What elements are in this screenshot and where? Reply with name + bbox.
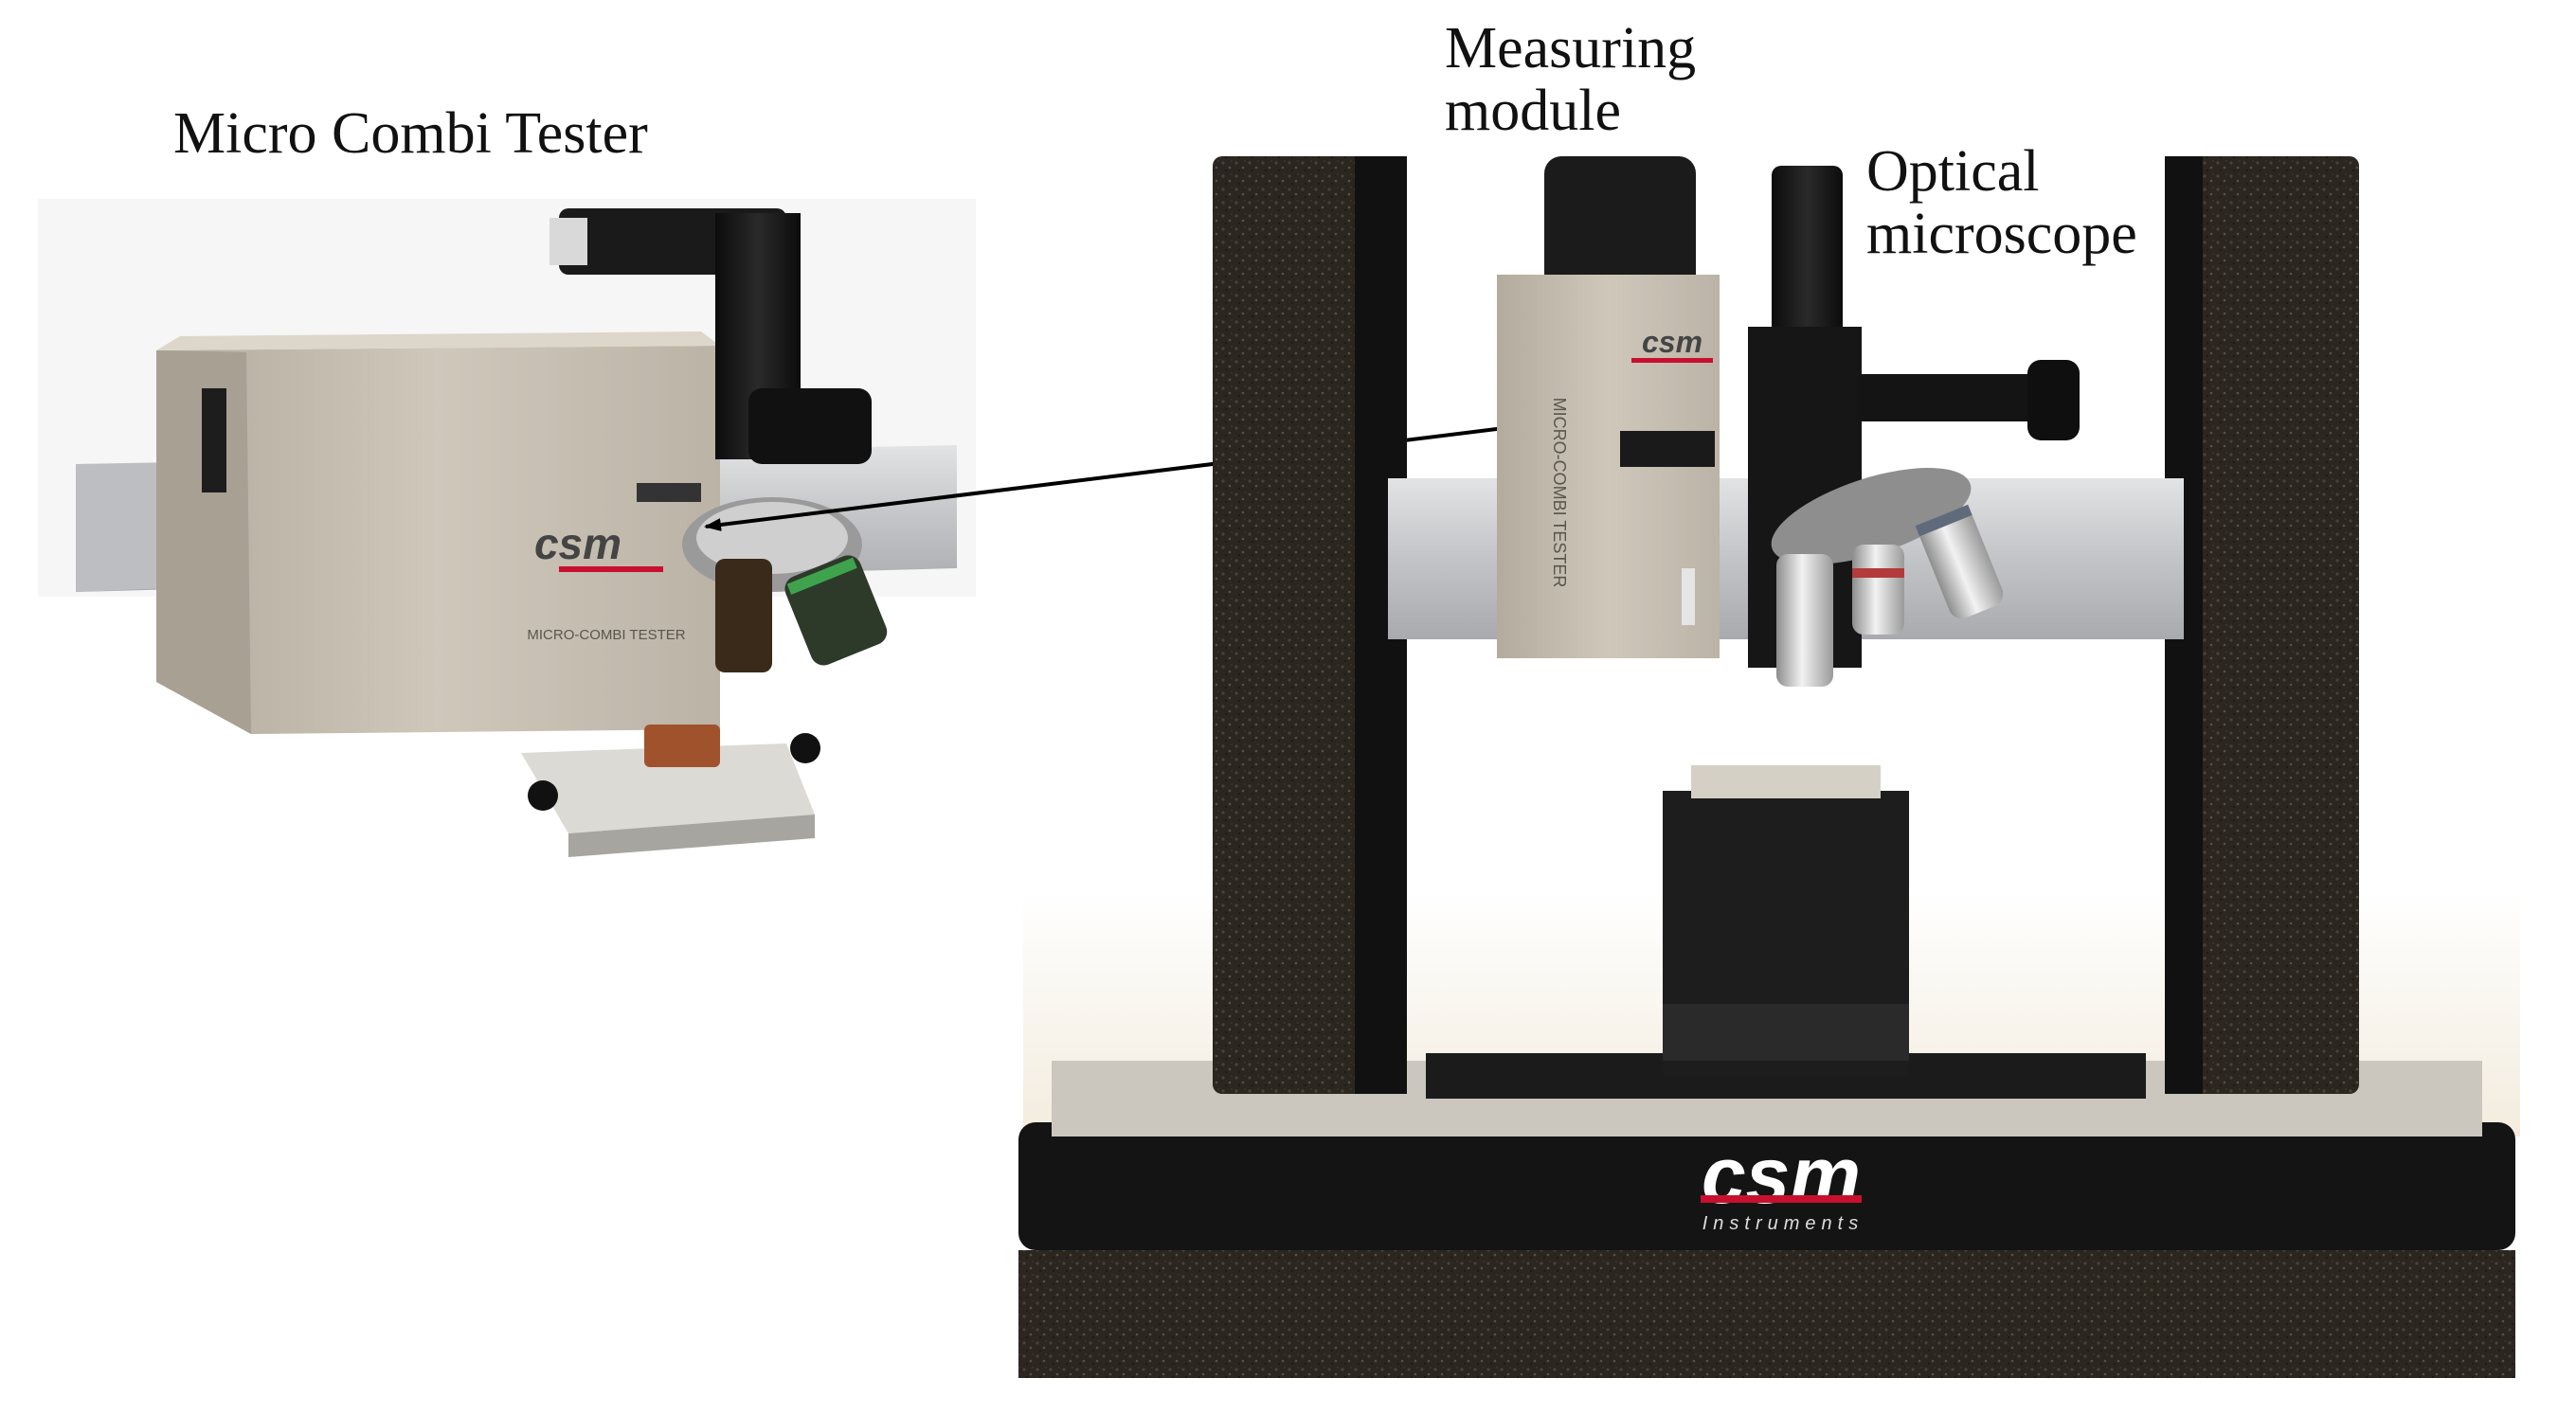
- base-granite: [1018, 1250, 2515, 1378]
- base-csm-logo: csm: [1702, 1131, 1861, 1220]
- measuring-module-label-line1: Measuring: [1445, 16, 1697, 81]
- micro-combi-tester-illustration: csm MICRO-COMBI TESTER: [38, 199, 976, 857]
- base-top: [1018, 1122, 2515, 1250]
- left-product-text: MICRO-COMBI TESTER: [527, 627, 685, 643]
- sample-stage: [521, 743, 815, 833]
- micro-combi-tester-label: Micro Combi Tester: [173, 101, 648, 166]
- measuring-module-label: Measuring module: [1445, 17, 1696, 142]
- base-brand-sub: Instruments: [1702, 1213, 1864, 1234]
- optical-microscope-label-line2: microscope: [1866, 202, 2137, 266]
- module-csm-logo: csm: [1642, 325, 1702, 359]
- measuring-module-label-line2: module: [1445, 79, 1621, 143]
- right-turret: [1771, 467, 1972, 565]
- sample: [644, 725, 720, 767]
- full-instrument-illustration: csm Instruments csm MICRO-COMBI TESTER: [1018, 156, 2520, 1378]
- objective-3: [1918, 508, 2004, 619]
- left-csm-logo: csm: [534, 519, 621, 568]
- housing: [156, 346, 720, 734]
- objective-2: [1852, 545, 1904, 635]
- right-pillar: [2165, 156, 2359, 1094]
- optical-microscope-label: Optical microscope: [1866, 140, 2137, 265]
- optical-microscope-label-line1: Optical: [1866, 139, 2040, 204]
- right-eyepiece-tube: [1772, 166, 1843, 341]
- objective-1: [1776, 554, 1833, 687]
- module-product-text: MICRO-COMBI TESTER: [1550, 398, 1569, 588]
- measuring-module-cap: [1544, 156, 1696, 294]
- left-objective: [715, 559, 772, 672]
